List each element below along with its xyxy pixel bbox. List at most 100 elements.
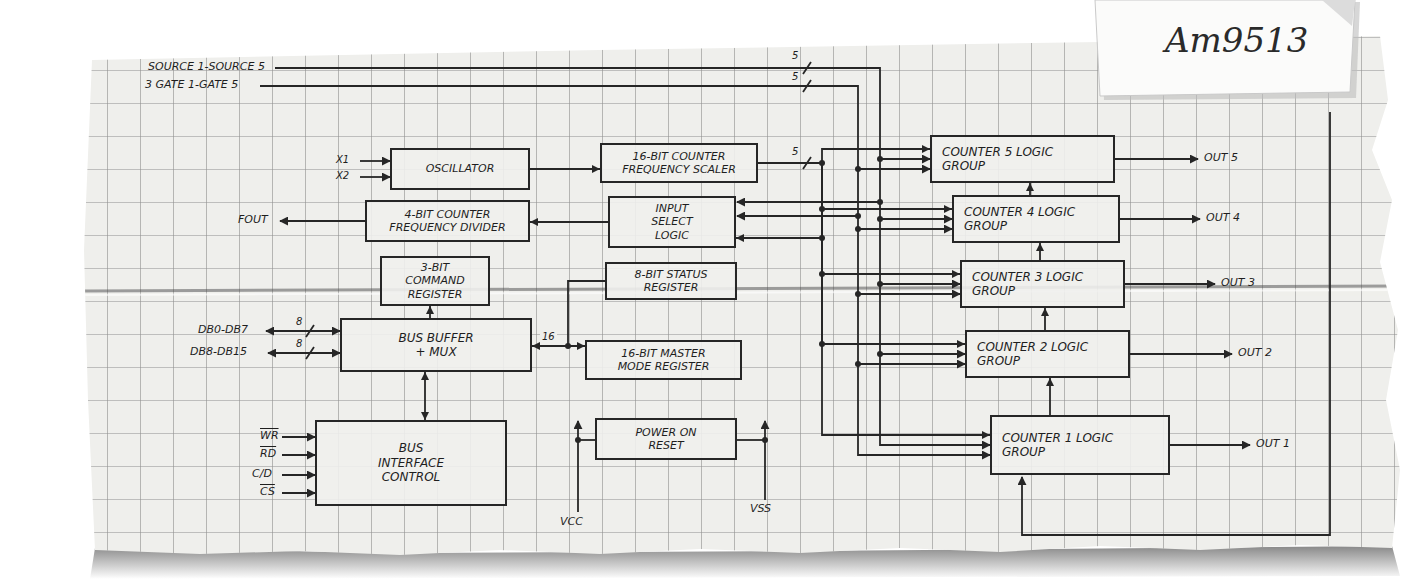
paper-fold-light xyxy=(80,290,1400,295)
register-box: 3-BIT COMMAND REGISTER xyxy=(380,256,490,306)
box-text: COUNTER 2 LOGIC GROUP xyxy=(977,340,1089,369)
connector-line xyxy=(532,281,605,346)
sticky-note-paper xyxy=(1095,0,1355,96)
junction-dot xyxy=(855,291,861,297)
box-text: 8-BIT STATUS REGISTER xyxy=(621,268,721,294)
junction-dot xyxy=(855,166,861,172)
oscillator-box: OSCILLATOR xyxy=(390,148,530,190)
connector xyxy=(758,163,952,213)
connector xyxy=(426,306,434,318)
box-text: BUS INTERFACE CONTROL xyxy=(366,441,456,484)
scaler-box: 16-BIT COUNTER FREQUENCY SCALER xyxy=(600,143,758,183)
box-text: COUNTER 4 LOGIC GROUP xyxy=(964,205,1076,234)
output-name: OUT 5 xyxy=(1204,152,1238,164)
junction-dot xyxy=(877,156,883,162)
junction-dot xyxy=(575,437,581,443)
gate-branch xyxy=(858,168,930,170)
box-text: COUNTER 1 LOGIC GROUP xyxy=(1002,431,1114,460)
box-label: COUNTER 3 LOGIC GROUP xyxy=(972,270,1084,299)
box-label: 4-BIT COUNTER FREQUENCY DIVIDER xyxy=(380,208,515,234)
arrowhead xyxy=(736,234,744,242)
signal-name: SOURCE 1-SOURCE 5 xyxy=(148,61,265,73)
pin-name: VCC xyxy=(560,516,583,528)
bus-width: 16 xyxy=(540,331,557,342)
sticky-note xyxy=(1095,0,1360,100)
chip-name: Am9513 xyxy=(1165,22,1308,59)
arrowhead xyxy=(592,165,600,173)
counter-box: COUNTER 1 LOGIC GROUP xyxy=(990,415,1170,475)
pin-name: C/D xyxy=(252,468,272,480)
bus-width: 8 xyxy=(296,338,302,349)
junction-dot xyxy=(855,226,861,232)
gate-branch xyxy=(858,293,960,295)
source-branch xyxy=(880,283,960,285)
box-label: COUNTER 5 LOGIC GROUP xyxy=(942,145,1054,174)
buffer-box: BUS BUFFER + MUX xyxy=(340,318,532,372)
control-line xyxy=(282,436,315,438)
source-branch xyxy=(880,353,965,355)
pin-name: X1 xyxy=(336,154,349,165)
counter-box: COUNTER 3 LOGIC GROUP xyxy=(960,260,1125,308)
pin-name: FOUT xyxy=(238,214,268,226)
bus-width: 5 xyxy=(792,71,798,82)
box-label: COUNTER 1 LOGIC GROUP xyxy=(1002,431,1114,460)
box-label: BUS BUFFER + MUX xyxy=(393,331,479,360)
pin-name: VSS xyxy=(750,503,771,515)
connector xyxy=(1036,243,1044,260)
counter-box: COUNTER 4 LOGIC GROUP xyxy=(952,195,1120,243)
output-line xyxy=(1170,444,1250,446)
control-line xyxy=(282,474,315,476)
connector-line xyxy=(530,221,608,223)
arrowhead xyxy=(952,270,960,278)
bus-name: DB8-DB15 xyxy=(190,346,247,358)
bus-width-slash xyxy=(306,62,811,359)
arrowhead xyxy=(1026,183,1034,191)
box-text: OSCILLATOR xyxy=(426,162,495,175)
source-select-line xyxy=(737,201,880,203)
gate-bus-line xyxy=(260,86,990,455)
box-text: COUNTER 3 LOGIC GROUP xyxy=(972,270,1084,299)
connector xyxy=(1046,378,1054,415)
output-line xyxy=(1120,218,1200,220)
register-box: 8-BIT STATUS REGISTER xyxy=(605,262,737,300)
output-name: OUT 2 xyxy=(1238,347,1272,359)
divider-box: 4-BIT COUNTER FREQUENCY DIVIDER xyxy=(365,200,530,242)
box-label: COUNTER 2 LOGIC GROUP xyxy=(977,340,1089,369)
arrowhead xyxy=(944,205,952,213)
counter-box: COUNTER 5 LOGIC GROUP xyxy=(930,135,1115,183)
box-label: POWER ON RESET xyxy=(626,426,706,452)
box-label: OSCILLATOR xyxy=(426,162,495,175)
connector-line xyxy=(758,163,965,344)
box-label: BUS INTERFACE CONTROL xyxy=(366,441,456,484)
gate-branch xyxy=(858,363,965,365)
connector xyxy=(758,145,930,163)
pin-name: RD xyxy=(260,448,276,460)
box-text: 16-BIT MASTER MODE REGISTER xyxy=(609,347,719,373)
junction-dot xyxy=(877,351,883,357)
box-text: BUS BUFFER + MUX xyxy=(393,331,479,360)
connector xyxy=(758,163,965,348)
bus-width: 8 xyxy=(296,316,302,327)
connector-line xyxy=(530,168,600,170)
box-label: 8-BIT STATUS REGISTER xyxy=(621,268,721,294)
junction-dot xyxy=(762,437,768,443)
box-text: COUNTER 5 LOGIC GROUP xyxy=(942,145,1054,174)
arrowhead xyxy=(1046,378,1054,386)
box-text: POWER ON RESET xyxy=(626,426,706,452)
box-label: INPUT SELECT LOGIC xyxy=(642,202,702,242)
arrowhead xyxy=(577,342,585,350)
logic-box: INPUT SELECT LOGIC xyxy=(608,196,736,248)
pin-name: CS xyxy=(260,486,275,498)
box-text: INPUT SELECT LOGIC xyxy=(642,202,702,242)
signal-name: 3 GATE 1-GATE 5 xyxy=(145,79,238,91)
arrowhead xyxy=(957,340,965,348)
pin-name: X2 xyxy=(336,170,349,181)
junction-dot xyxy=(855,213,861,219)
junction-dot xyxy=(855,361,861,367)
vss-line xyxy=(764,421,766,500)
source-branch xyxy=(880,158,930,160)
vcc-line xyxy=(577,421,579,512)
box-text: 16-BIT COUNTER FREQUENCY SCALER xyxy=(614,150,744,176)
connector-line xyxy=(758,163,952,209)
